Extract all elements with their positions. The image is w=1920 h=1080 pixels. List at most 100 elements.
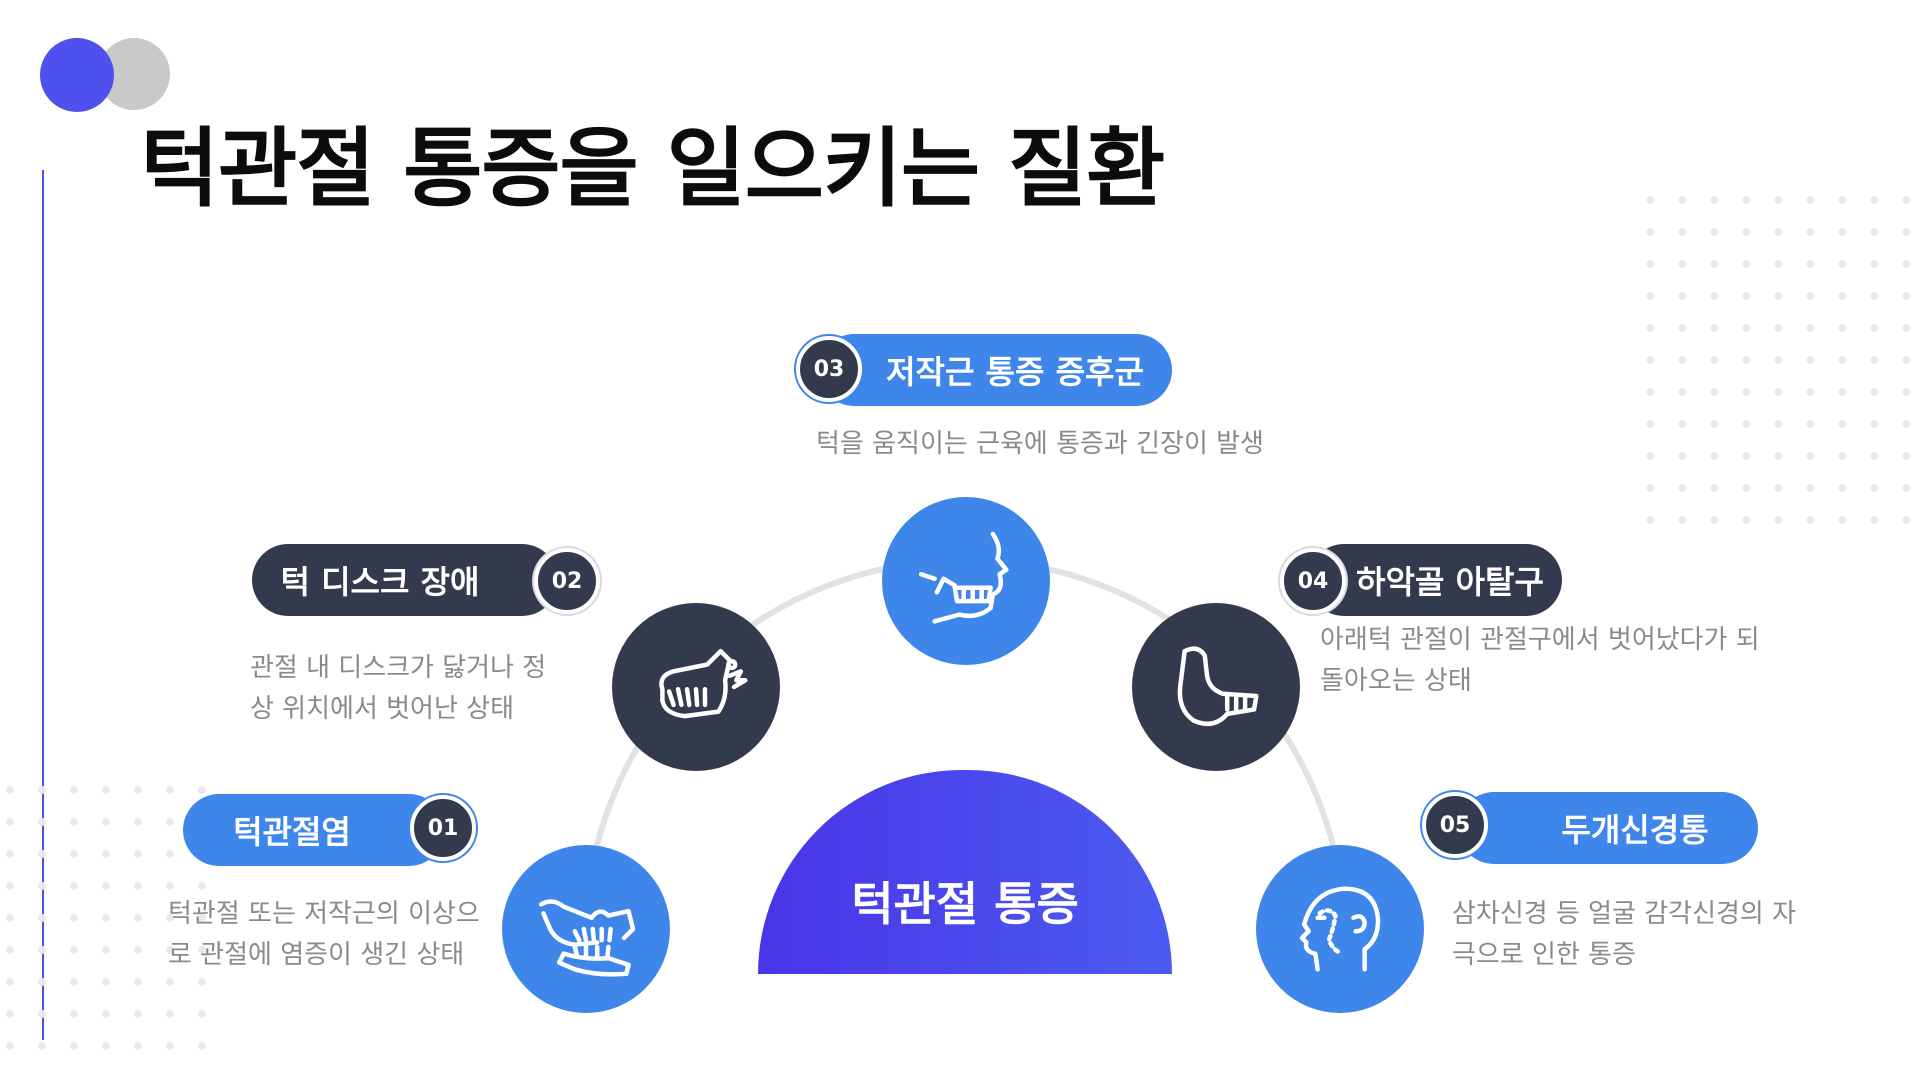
decor-dot <box>1902 484 1910 492</box>
decor-dot <box>1646 292 1654 300</box>
decor-dot <box>166 850 174 858</box>
decor-dot <box>102 1042 110 1050</box>
badge-02: 02 <box>534 548 600 614</box>
decor-dot <box>1806 228 1814 236</box>
pill-04-label: 하악골 아탈구 <box>1356 563 1544 601</box>
decor-dot <box>166 1042 174 1050</box>
decor-dot <box>1838 324 1846 332</box>
decor-dot <box>1710 516 1718 524</box>
decor-dot <box>70 978 78 986</box>
decor-dot <box>6 946 14 954</box>
node-03 <box>882 497 1050 665</box>
decor-dot <box>166 818 174 826</box>
decor-dot <box>1902 228 1910 236</box>
decor-dot <box>70 882 78 890</box>
dot-pattern-right <box>1646 196 1910 524</box>
decor-dot <box>1742 388 1750 396</box>
decor-dot <box>1710 260 1718 268</box>
face-profile-teeth-icon <box>918 531 1009 624</box>
decor-dot <box>166 978 174 986</box>
decor-dot <box>1646 420 1654 428</box>
pill-02-label: 턱 디스크 장애 <box>280 563 480 601</box>
decor-dot <box>1870 260 1878 268</box>
decor-dot <box>1678 196 1686 204</box>
decor-dot <box>1870 388 1878 396</box>
decor-dot <box>166 786 174 794</box>
decor-dot <box>6 818 14 826</box>
decor-dot <box>134 978 142 986</box>
decor-dot <box>1902 324 1910 332</box>
decor-dot <box>1646 196 1654 204</box>
decor-dot <box>134 818 142 826</box>
logo-circle-blue <box>40 38 114 112</box>
pill-05: 두개신경통 <box>1458 792 1758 864</box>
decor-dot <box>70 818 78 826</box>
decor-dot <box>1838 484 1846 492</box>
decor-dot <box>70 786 78 794</box>
decor-dot <box>1902 356 1910 364</box>
decor-dot <box>1806 196 1814 204</box>
decor-dot <box>1870 452 1878 460</box>
decor-dot <box>102 818 110 826</box>
decor-dot <box>1678 228 1686 236</box>
decor-dot <box>1838 420 1846 428</box>
node-02 <box>612 603 780 771</box>
decor-dot <box>1678 516 1686 524</box>
decor-dot <box>1870 228 1878 236</box>
decor-dot <box>1870 420 1878 428</box>
decor-dot <box>1742 196 1750 204</box>
decor-dot <box>1870 292 1878 300</box>
hub-label: 턱관절 통증 <box>851 877 1079 931</box>
decor-dot <box>1710 484 1718 492</box>
badge-03: 03 <box>796 336 862 402</box>
mandible-icon <box>1177 646 1259 727</box>
decor-dot <box>1806 260 1814 268</box>
desc-05: 삼차신경 등 얼굴 감각신경의 자극으로 인한 통증 <box>1452 899 1797 970</box>
decor-dot <box>6 914 14 922</box>
decor-dot <box>102 882 110 890</box>
decor-dot <box>1774 452 1782 460</box>
decor-dot <box>1646 452 1654 460</box>
decor-dot <box>1774 228 1782 236</box>
decor-dot <box>70 850 78 858</box>
decor-dot <box>1838 516 1846 524</box>
decor-dot <box>134 1010 142 1018</box>
decor-dot <box>1646 228 1654 236</box>
decor-dot <box>1838 388 1846 396</box>
decor-dot <box>6 1010 14 1018</box>
accent-vertical-line <box>42 170 44 1040</box>
badge-01: 01 <box>410 795 476 861</box>
decor-dot <box>1710 228 1718 236</box>
decor-dot <box>1838 292 1846 300</box>
decor-dot <box>1902 420 1910 428</box>
node-04 <box>1132 603 1300 771</box>
decor-dot <box>1646 260 1654 268</box>
decor-dot <box>1870 324 1878 332</box>
decor-dot <box>1902 452 1910 460</box>
page-title: 턱관절 통증을 일으키는 질환 <box>140 119 1165 219</box>
decor-dot <box>1742 452 1750 460</box>
decor-dot <box>1806 356 1814 364</box>
decor-dot <box>198 978 206 986</box>
decor-dot <box>1678 388 1686 396</box>
decor-dot <box>1774 484 1782 492</box>
decor-dot <box>134 914 142 922</box>
decor-dot <box>1838 260 1846 268</box>
decor-dot <box>1774 196 1782 204</box>
decor-dot <box>1646 356 1654 364</box>
decor-dot <box>1742 228 1750 236</box>
pill-02: 턱 디스크 장애 <box>252 544 558 616</box>
head-nerve-icon <box>1299 886 1381 972</box>
decor-dot <box>102 786 110 794</box>
decor-dot <box>102 978 110 986</box>
decor-dot <box>1870 484 1878 492</box>
decor-dot <box>134 786 142 794</box>
decor-dot <box>102 850 110 858</box>
decor-dot <box>1838 228 1846 236</box>
desc-01: 턱관절 또는 저작근의 이상으로 관절에 염증이 생긴 상태 <box>168 899 480 970</box>
decor-dot <box>102 914 110 922</box>
decor-dot <box>1742 292 1750 300</box>
node-01 <box>502 845 670 1013</box>
decor-dot <box>1870 196 1878 204</box>
decor-dot <box>134 850 142 858</box>
